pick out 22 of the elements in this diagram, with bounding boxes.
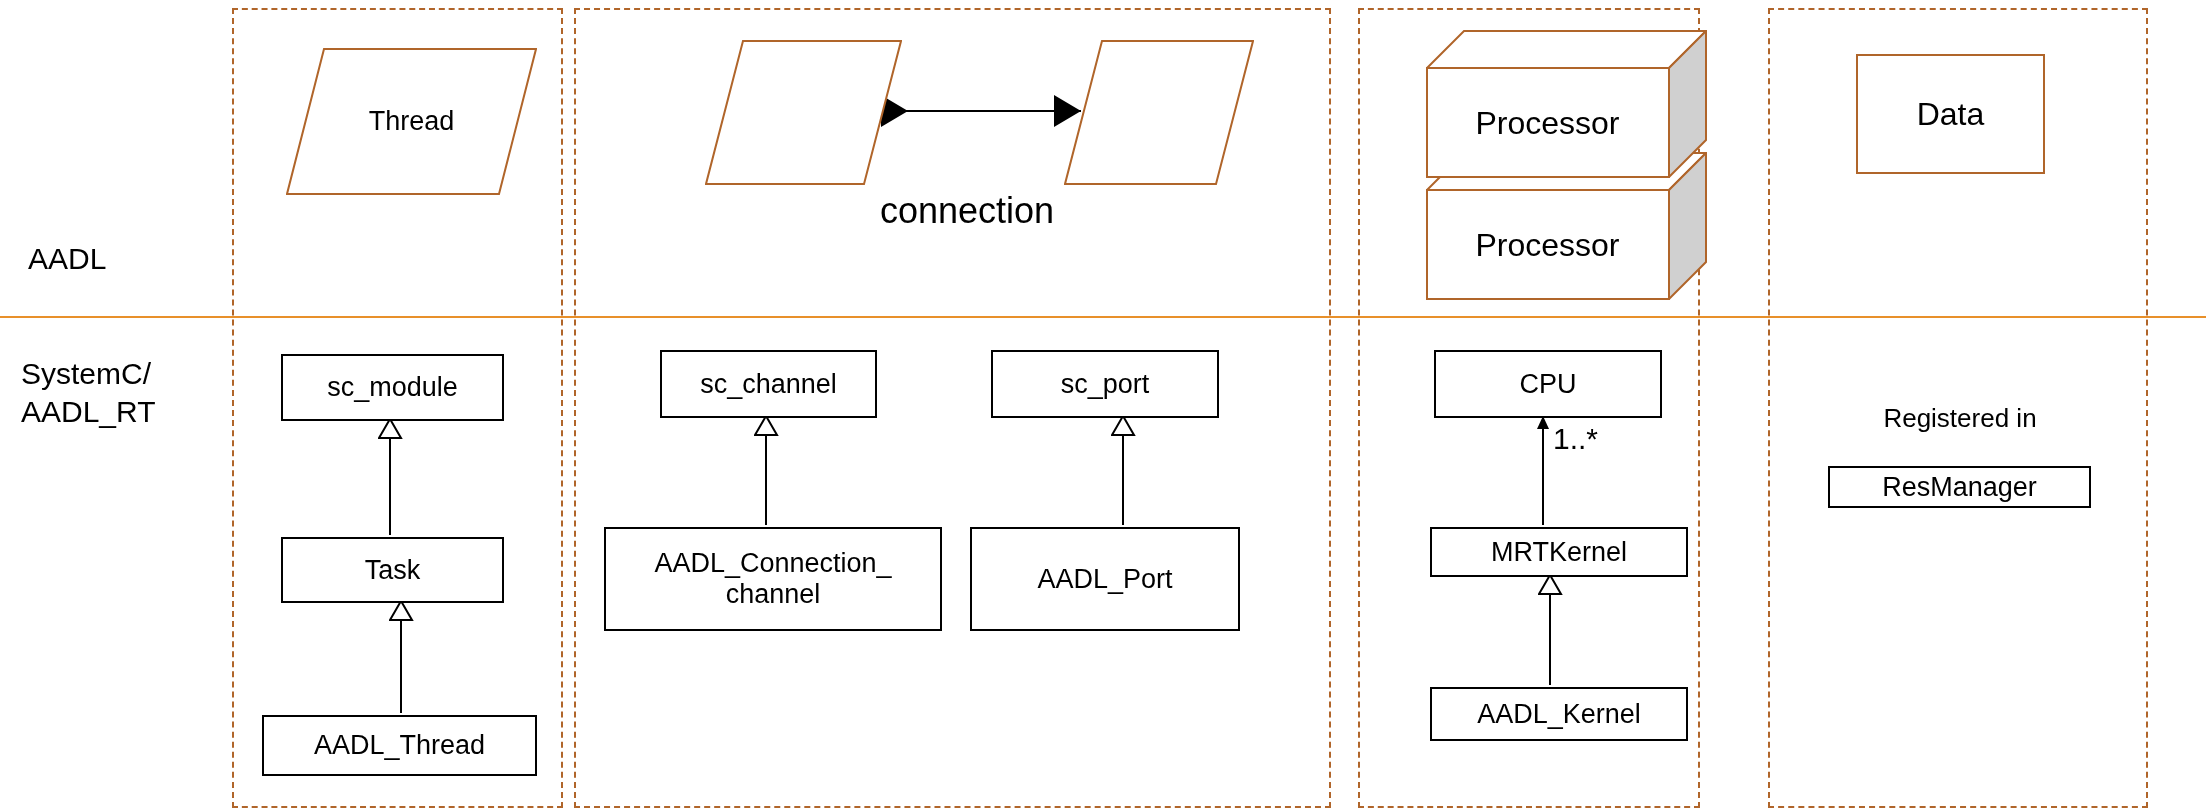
class-box: MRTKernel <box>1430 527 1688 577</box>
row-label: SystemC/ AADL_RT <box>21 356 157 430</box>
class-box: sc_port <box>991 350 1219 418</box>
dashed-column-frame <box>232 8 563 808</box>
row-label: AADL <box>28 241 108 277</box>
class-box: sc_module <box>281 354 504 421</box>
dashed-column-frame <box>574 8 1331 808</box>
dashed-column-frame <box>1768 8 2148 808</box>
connection-arrow <box>880 95 1082 127</box>
class-box: AADL_Kernel <box>1430 687 1688 741</box>
note-text: Registered in <box>1882 402 2038 435</box>
class-box: Data <box>1856 54 2045 174</box>
class-box: Task <box>281 537 504 603</box>
class-box: CPU <box>1434 350 1662 418</box>
parallelogram-node <box>1064 40 1254 185</box>
class-box: AADL_Connection_ channel <box>604 527 942 631</box>
class-box: sc_channel <box>660 350 877 418</box>
parallelogram-node: Thread <box>286 48 537 195</box>
parallelogram-node <box>705 40 902 185</box>
class-box: AADL_Thread <box>262 715 537 776</box>
class-box: ResManager <box>1828 466 2091 508</box>
class-box: AADL_Port <box>970 527 1240 631</box>
